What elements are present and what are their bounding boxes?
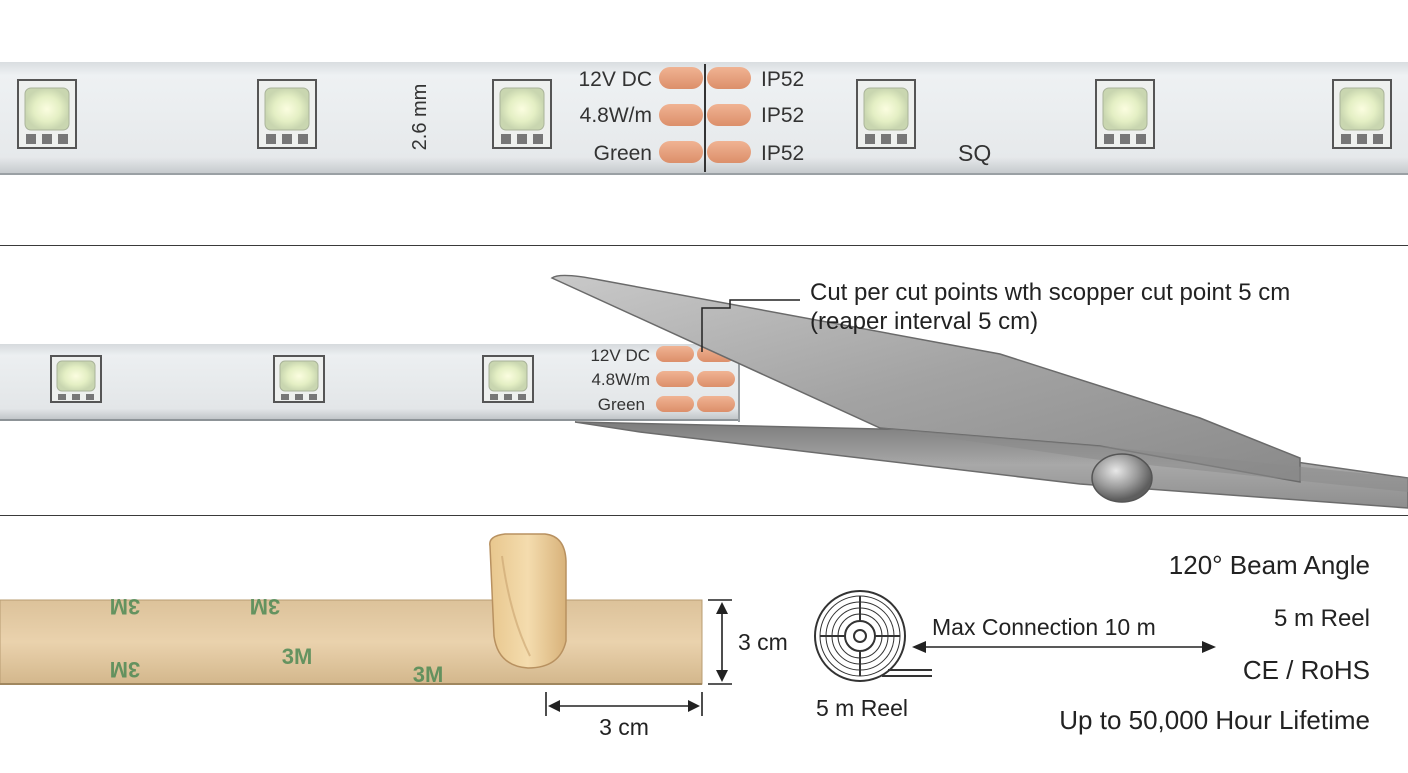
led-chip [17,79,77,149]
cut-panel: 12V DC 4.8W/m Green Cut per cut points w… [0,246,1408,515]
feature-beam-angle: 120° Beam Angle [1169,550,1370,580]
cut-callout-line1: Cut per cut points wth scopper cut point… [810,279,1290,306]
width-dimension [545,692,703,716]
peeled-liner [489,533,567,669]
max-connection-label: Max Connection 10 m [932,614,1156,640]
spec-color: Green [594,142,652,165]
tape-brand-mark: 3M [282,644,313,669]
width-label: 3 cm [599,714,649,740]
reel-label: 5 m Reel [816,695,908,721]
led-chip [273,355,325,403]
feature-reel: 5 m Reel [1274,605,1370,632]
feature-lifetime: Up to 50,000 Hour Lifetime [1059,705,1370,735]
spec-voltage: 12V DC [578,68,652,91]
led-chip [482,355,534,403]
led-chip [1332,79,1392,149]
led-chip [257,79,317,149]
led-chip [856,79,916,149]
details-illustration: 3M 3M 3M 3M 3M 3 cm 3 cm [0,533,1370,740]
height-label: 3 cm [738,629,788,655]
tape-brand-mark: 3M [110,594,141,619]
tape-brand-mark: 3M [413,662,444,687]
height-dimension [708,599,732,685]
cut-strip-body [0,344,738,420]
feature-certification: CE / RoHS [1243,655,1370,685]
copper-pads [659,67,751,163]
rating-label: IP52 [761,142,804,165]
spec-power: 4.8W/m [580,104,652,127]
strip-illustration: 12V DC 4.8W/m Green IP52 IP52 IP52 2.6 m… [0,62,1408,175]
led-chip [50,355,102,403]
led-chip [1095,79,1155,149]
cut-callout-line2: (reaper interval 5 cm) [810,308,1038,335]
tape-brand-mark: 3M [250,594,281,619]
section-divider [0,515,1408,516]
cut-illustration: 12V DC 4.8W/m Green Cut per cut points w… [0,274,1408,509]
rating-label: IP52 [761,104,804,127]
strip-mark: SQ [958,140,991,166]
max-connection-arrow [912,641,1216,653]
copper-pads [656,346,735,412]
spec-color: Green [598,395,645,414]
led-chip [492,79,552,149]
spec-power: 4.8W/m [591,370,650,389]
thickness-label: 2.6 mm [409,84,431,151]
tape-brand-mark: 3M [110,657,141,682]
scissor-pivot [1091,453,1153,503]
callout-leader [701,299,800,352]
strip-panel: 12V DC 4.8W/m Green IP52 IP52 IP52 2.6 m… [0,0,1408,245]
rating-label: IP52 [761,68,804,91]
details-panel: 3M 3M 3M 3M 3M 3 cm 3 cm [0,516,1408,768]
spec-voltage: 12V DC [590,346,650,365]
adhesive-tape [0,599,703,685]
section-divider [0,245,1408,246]
reel-icon [814,590,932,682]
